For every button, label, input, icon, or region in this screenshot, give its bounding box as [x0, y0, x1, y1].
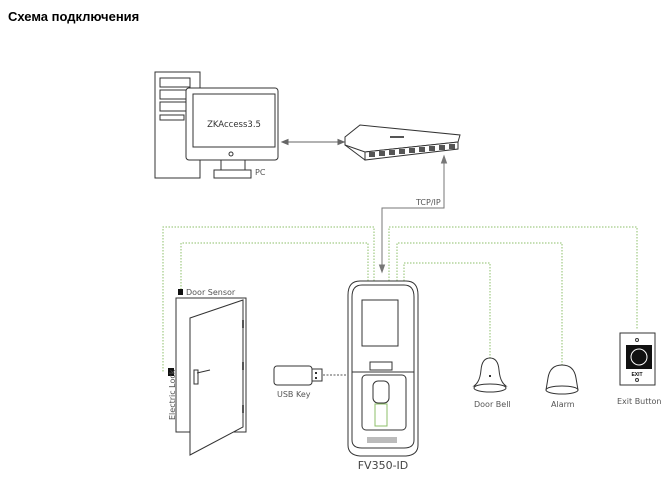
exit-button-label: Exit Button — [617, 397, 662, 406]
door-sensor-label: Door Sensor — [186, 288, 236, 297]
alarm-icon — [545, 364, 579, 395]
wiring — [162, 226, 638, 372]
electric-lock-label: Electric Lock — [168, 369, 177, 420]
network-link — [280, 138, 346, 146]
network-switch-icon — [344, 124, 461, 161]
usb-key-icon — [273, 365, 348, 386]
pc-software-label: ZKAccess3.5 — [207, 120, 261, 130]
exit-text: EXIT — [631, 372, 642, 378]
exit-button-icon: EXIT — [619, 332, 656, 386]
usb-key-label: USB Key — [277, 390, 311, 399]
door-icon — [168, 289, 247, 456]
door-bell-label: Door Bell — [474, 400, 511, 409]
page-title: Схема подключения — [8, 9, 140, 24]
fv350-device-icon — [347, 280, 419, 457]
tcpip-link — [378, 154, 448, 274]
tcpip-label: TCP/IP — [415, 198, 441, 207]
device-label: FV350-ID — [358, 459, 409, 472]
pc-label: PC — [255, 168, 266, 177]
alarm-label: Alarm — [551, 400, 575, 409]
pc-icon — [154, 71, 279, 179]
door-bell-icon — [472, 357, 508, 393]
